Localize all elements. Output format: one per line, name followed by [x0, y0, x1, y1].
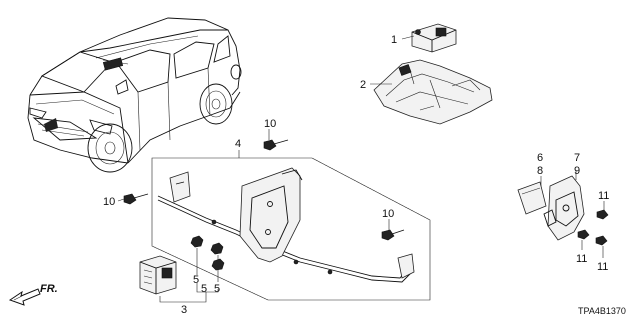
- callout-6: 6: [537, 152, 543, 164]
- callout-2: 2: [360, 79, 366, 91]
- callout-5a: 5: [193, 274, 199, 286]
- callout-5b: 5: [201, 283, 207, 295]
- callout-7: 7: [574, 152, 580, 164]
- diagram-code: TPA4B1370: [578, 306, 626, 316]
- callout-10c: 10: [382, 208, 394, 220]
- callout-1: 1: [391, 34, 397, 46]
- front-direction-arrow: [8, 288, 41, 306]
- callout-9: 9: [574, 165, 580, 177]
- front-direction-label: FR.: [40, 283, 58, 295]
- vehicle-illustration: [27, 17, 242, 173]
- callout-11c: 11: [597, 261, 608, 273]
- bolt-part: [123, 139, 405, 241]
- camera-cover-part: [373, 59, 493, 125]
- callout-3: 3: [181, 304, 187, 316]
- radar-unit-part: [139, 255, 177, 295]
- callout-10b: 10: [103, 196, 115, 208]
- callout-11a: 11: [598, 190, 609, 202]
- bracket-assembly-part: [151, 157, 431, 301]
- callout-5c: 5: [214, 283, 220, 295]
- callout-10a: 10: [264, 118, 276, 130]
- screw-part: [577, 209, 609, 246]
- callout-numbers: 1 2 3 4 5 5 5 6 7 8 9 10 10 10 11 11 11: [103, 34, 609, 316]
- sensor-bracket-part: [543, 175, 585, 241]
- leader-lines: [117, 35, 605, 303]
- callout-8: 8: [537, 165, 543, 177]
- nut-part: [190, 235, 225, 271]
- sensor-pad-part: [517, 181, 547, 215]
- callout-4: 4: [235, 138, 241, 150]
- callout-11b: 11: [576, 253, 587, 265]
